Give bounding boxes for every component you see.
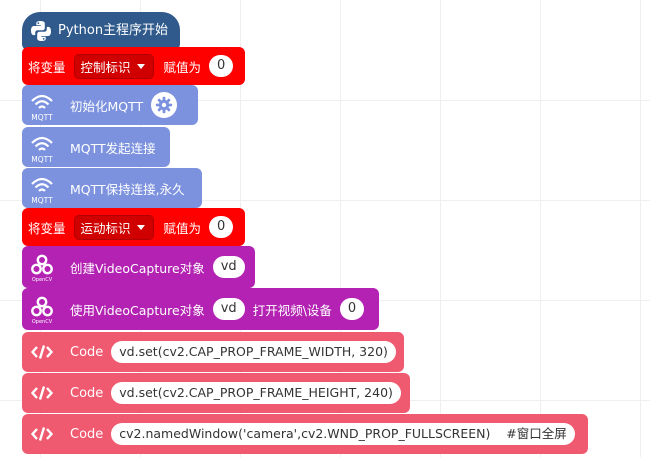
grid-line <box>640 0 641 457</box>
device-index-input[interactable]: 0 <box>339 298 365 320</box>
code-label: Code <box>70 426 104 442</box>
python-logo-icon <box>31 21 51 41</box>
mqtt-caption: MQTT <box>31 196 53 205</box>
caret-down-icon <box>136 224 145 230</box>
object-name-input[interactable]: vd <box>212 298 245 320</box>
code-input[interactable]: vd.set(cv2.CAP_PROP_FRAME_WIDTH, 320) <box>111 341 396 363</box>
grid-line <box>540 0 541 457</box>
code-label: Code <box>70 385 104 401</box>
set-variable-prefix: 将变量 <box>28 59 66 75</box>
value-input[interactable]: 0 <box>209 55 234 77</box>
mqtt-icon: MQTT <box>22 168 62 208</box>
variable-name: 运动标识 <box>80 220 131 236</box>
code-block[interactable]: Code cv2.namedWindow('camera',cv2.WND_PR… <box>22 414 588 454</box>
mqtt-init-label: 初始化MQTT <box>70 98 144 114</box>
caret-down-icon <box>136 63 145 69</box>
code-block[interactable]: Code vd.set(cv2.CAP_PROP_FRAME_HEIGHT, 2… <box>22 373 410 413</box>
settings-button[interactable] <box>151 92 178 118</box>
open-device-label: 打开视频\设备 <box>252 302 332 318</box>
code-block[interactable]: Code vd.set(cv2.CAP_PROP_FRAME_WIDTH, 32… <box>22 332 404 372</box>
python-main-start-block[interactable]: Python主程序开始 <box>22 12 180 50</box>
mqtt-init-block[interactable]: MQTT 初始化MQTT <box>22 85 198 125</box>
variable-name: 控制标识 <box>80 59 131 75</box>
set-variable-prefix: 将变量 <box>28 220 66 236</box>
grid-line <box>0 100 650 101</box>
mqtt-caption: MQTT <box>31 113 53 122</box>
mqtt-caption: MQTT <box>31 155 53 164</box>
code-icon <box>22 332 62 372</box>
set-variable-block[interactable]: 将变量 运动标识 赋值为 0 <box>22 208 245 246</box>
videocapture-open-block[interactable]: OpenCV 使用VideoCapture对象 vd 打开视频\设备 0 <box>22 288 379 330</box>
videocapture-use-label: 使用VideoCapture对象 <box>70 302 205 318</box>
set-variable-block[interactable]: 将变量 控制标识 赋值为 0 <box>22 47 245 85</box>
variable-dropdown[interactable]: 控制标识 <box>73 53 154 79</box>
mqtt-keep-alive-block[interactable]: MQTT MQTT保持连接,永久 <box>22 168 202 208</box>
grid-line <box>440 0 441 457</box>
code-icon <box>22 414 62 454</box>
value-input[interactable]: 0 <box>209 216 234 238</box>
code-icon <box>22 373 62 413</box>
mqtt-connect-block[interactable]: MQTT MQTT发起连接 <box>22 127 170 167</box>
opencv-icon: OpenCV <box>22 246 62 288</box>
code-input[interactable]: cv2.namedWindow('camera',cv2.WND_PROP_FU… <box>111 423 575 445</box>
hat-label: Python主程序开始 <box>58 23 169 38</box>
mqtt-connect-label: MQTT发起连接 <box>70 140 156 156</box>
mqtt-keep-label: MQTT保持连接,永久 <box>70 181 185 197</box>
grid-line <box>340 0 341 457</box>
gear-icon <box>155 96 173 114</box>
videocapture-create-label: 创建VideoCapture对象 <box>70 260 205 276</box>
opencv-icon: OpenCV <box>22 288 62 330</box>
variable-dropdown[interactable]: 运动标识 <box>73 214 154 240</box>
opencv-caption: OpenCV <box>32 277 53 283</box>
videocapture-create-block[interactable]: OpenCV 创建VideoCapture对象 vd <box>22 246 255 288</box>
opencv-caption: OpenCV <box>32 319 53 325</box>
assign-label: 赋值为 <box>163 59 202 75</box>
assign-label: 赋值为 <box>163 220 202 236</box>
object-name-input[interactable]: vd <box>212 256 245 278</box>
mqtt-icon: MQTT <box>22 127 62 167</box>
code-input[interactable]: vd.set(cv2.CAP_PROP_FRAME_HEIGHT, 240) <box>111 382 401 404</box>
mqtt-icon: MQTT <box>22 85 62 125</box>
grid-line <box>0 200 650 201</box>
code-label: Code <box>70 344 104 360</box>
